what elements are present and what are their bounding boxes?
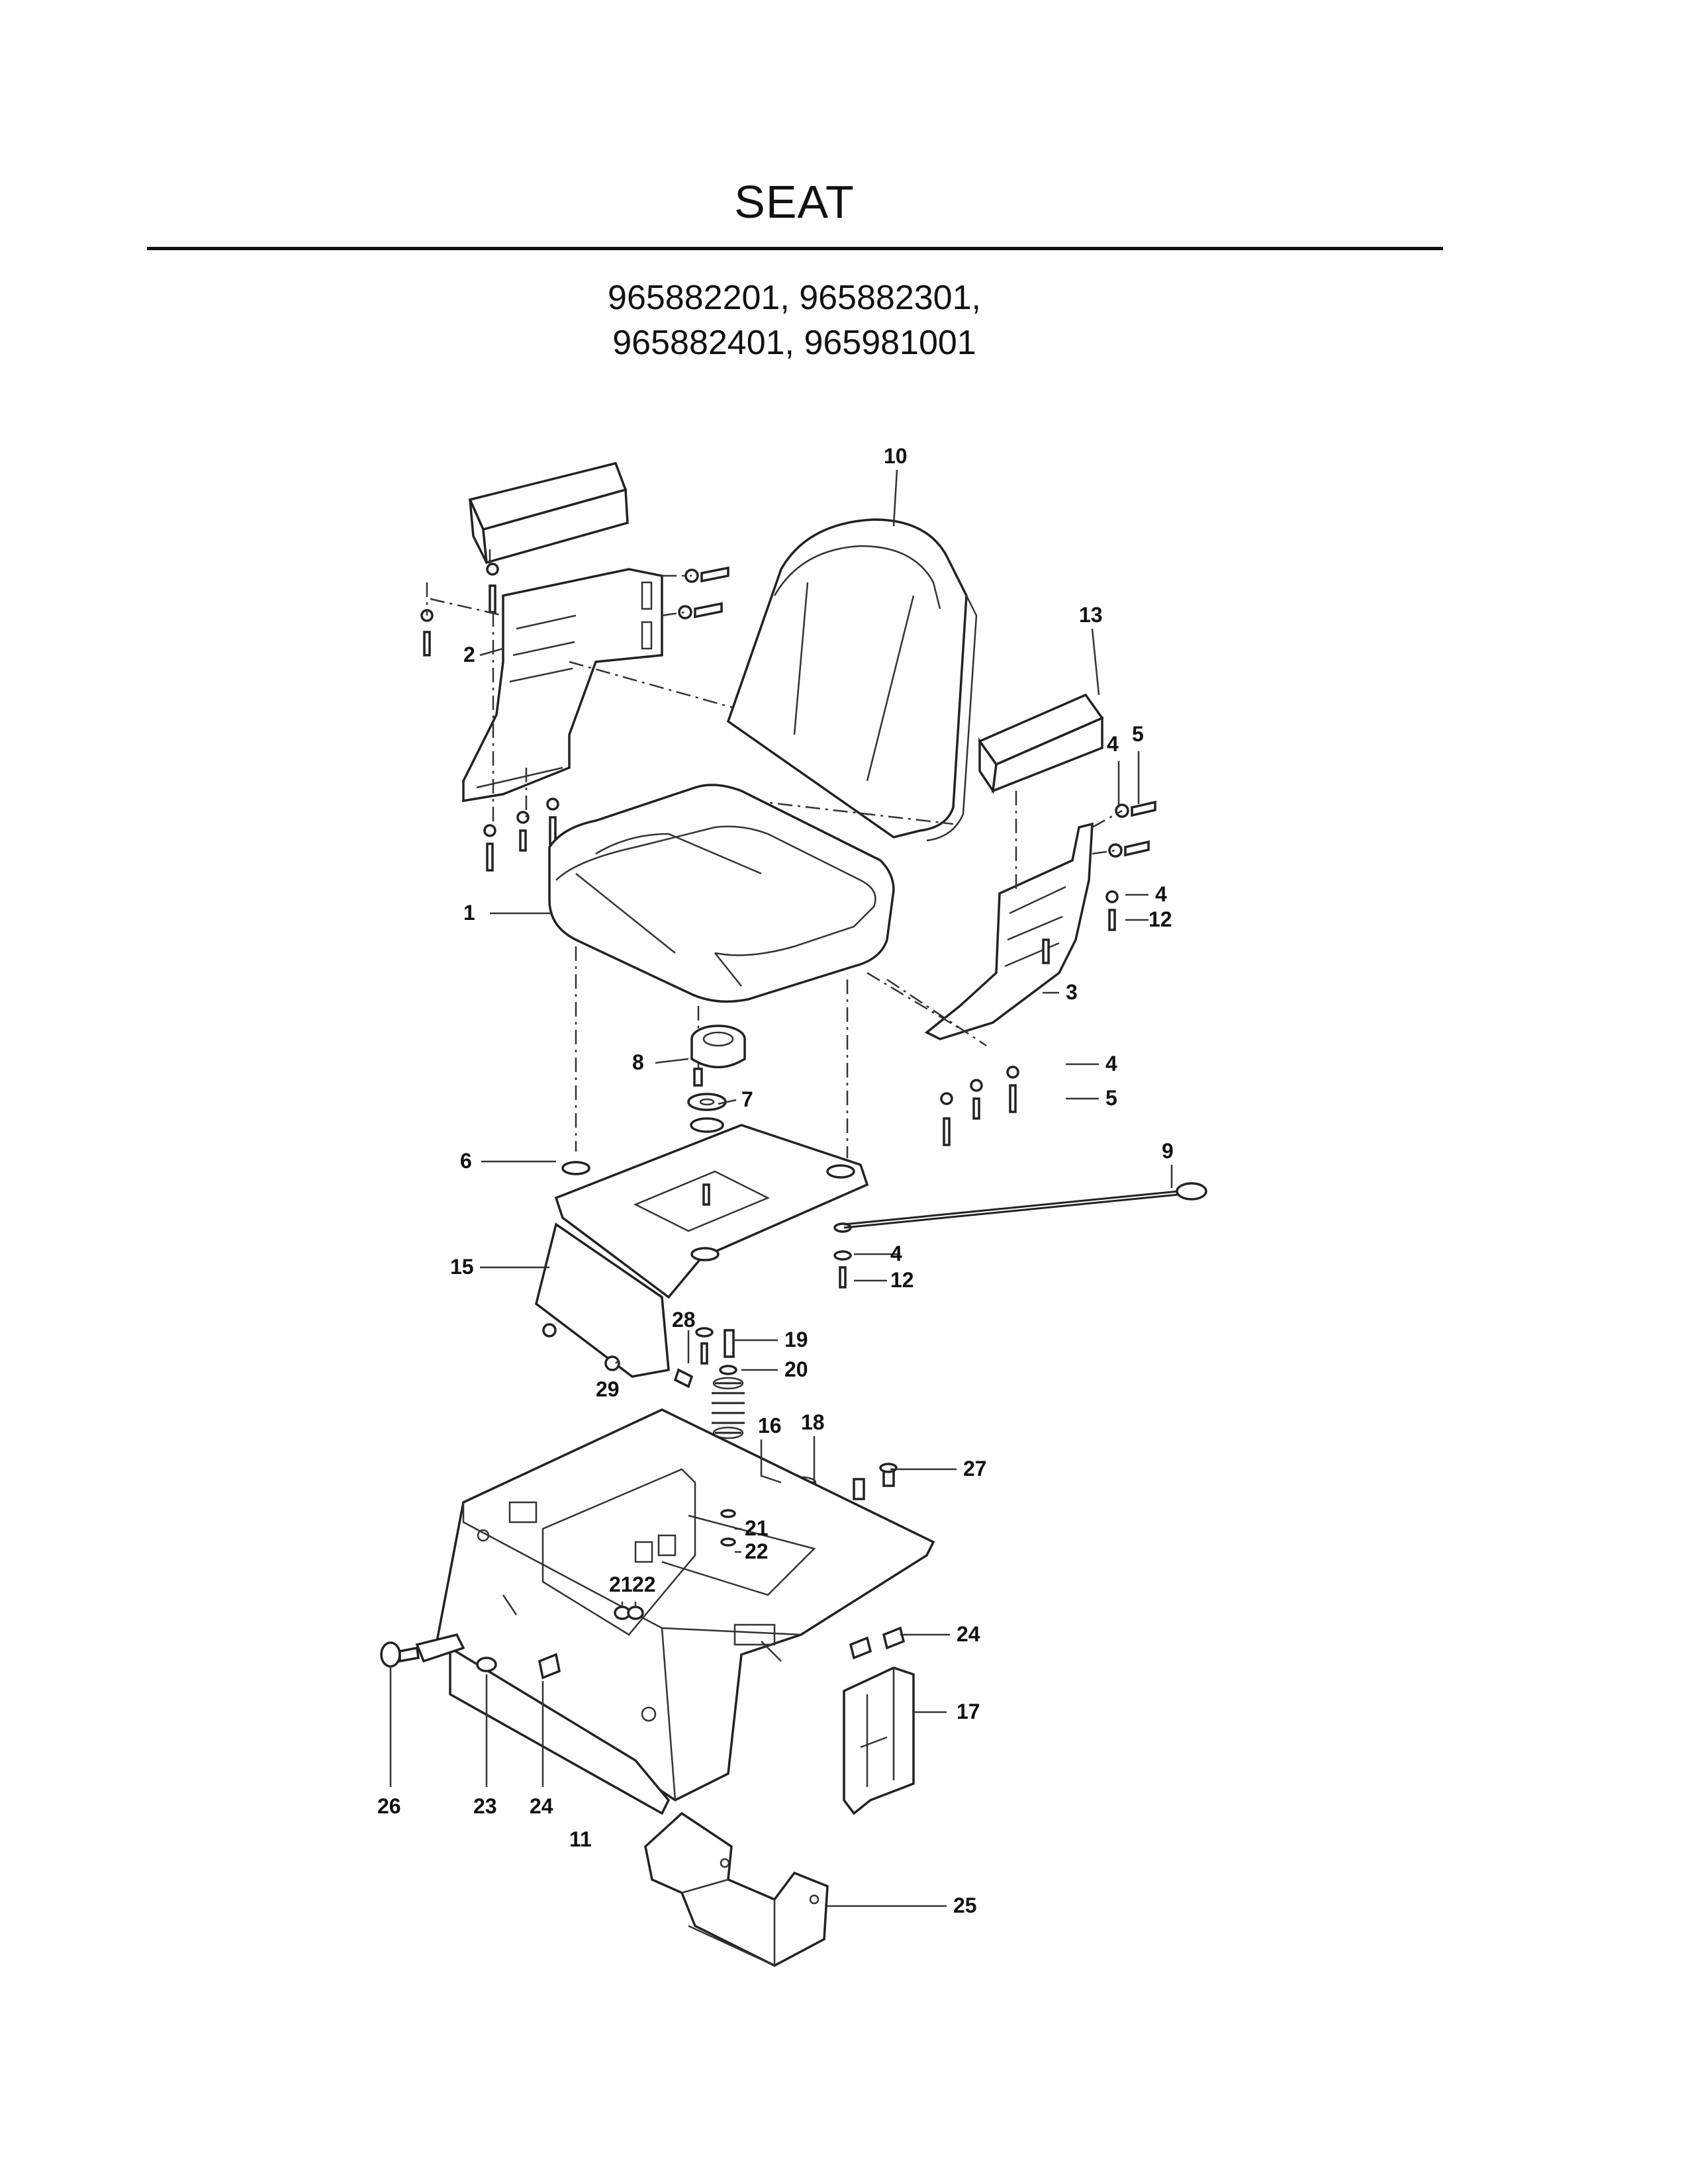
callout-8: 8: [632, 1050, 644, 1074]
title-rule: [147, 247, 1443, 250]
callout-24a: 24: [957, 1622, 980, 1646]
callout-4d: 4: [890, 1242, 902, 1265]
callout-3: 3: [1066, 980, 1078, 1004]
right-armrest-bracket: [924, 822, 1094, 1040]
frame-fasteners: [614, 1463, 906, 1660]
callout-5a: 5: [1132, 722, 1144, 746]
pan-fasteners: [542, 1183, 852, 1388]
callout-1: 1: [463, 901, 475, 925]
callout-29: 29: [596, 1377, 620, 1401]
seat-back-cushion: [726, 518, 978, 842]
callout-23: 23: [473, 1794, 497, 1818]
callout-4c: 4: [1105, 1052, 1117, 1075]
callout-22b: 22: [632, 1572, 656, 1596]
right-frame-bracket: [843, 1666, 915, 1815]
callout-5b: 5: [1105, 1086, 1117, 1110]
leader-lines: [389, 469, 1173, 1907]
callout-20: 20: [784, 1357, 808, 1381]
callout-12b: 12: [890, 1268, 914, 1292]
callout-4a: 4: [1107, 732, 1119, 756]
callout-21a: 21: [745, 1516, 769, 1540]
right-fasteners: [940, 800, 1156, 1146]
seat-switch: [690, 1024, 746, 1087]
callout-24b: 24: [530, 1794, 553, 1818]
callout-12a: 12: [1149, 907, 1172, 931]
left-armrest-pad: [468, 461, 629, 565]
frame-plugs: [476, 1653, 561, 1680]
callout-18: 18: [801, 1410, 825, 1434]
callout-16: 16: [758, 1414, 782, 1437]
model-numbers-line-1: 965882201, 965882301,: [608, 279, 981, 317]
callout-7: 7: [741, 1087, 753, 1111]
callout-21b: 21: [609, 1572, 633, 1596]
right-armrest-pad: [978, 693, 1104, 794]
washer-7: [687, 1093, 727, 1133]
callout-2: 2: [463, 643, 475, 666]
page-title: SEAT: [734, 176, 855, 228]
seat-frame: [436, 1408, 935, 1815]
model-numbers-line-2: 965882401, 965981001: [612, 324, 976, 362]
callout-6: 6: [460, 1149, 472, 1173]
callout-17: 17: [957, 1700, 980, 1723]
callout-28: 28: [672, 1308, 696, 1332]
callout-26: 26: [377, 1794, 401, 1818]
callout-9: 9: [1162, 1139, 1174, 1163]
left-fasteners: [420, 563, 729, 872]
callout-25: 25: [953, 1893, 977, 1917]
seat-cushion: [548, 784, 895, 1003]
left-armrest-bracket: [462, 568, 663, 803]
lower-seat-bracket: [644, 1811, 829, 1967]
callout-27: 27: [963, 1457, 987, 1480]
callout-11: 11: [569, 1827, 592, 1851]
callout-labels: 1 2 3 4 4 4 4 5 5 6 7 8 9 10 11 12 12 13…: [377, 444, 1174, 1917]
callout-4b: 4: [1155, 882, 1167, 906]
callout-10: 10: [884, 444, 908, 468]
frame-knob: [380, 1633, 465, 1668]
callout-15: 15: [450, 1255, 474, 1279]
seat-pan: [535, 1124, 869, 1378]
callout-19: 19: [784, 1328, 808, 1351]
callout-13: 13: [1079, 603, 1103, 627]
seat-switch-cable: [843, 1182, 1207, 1229]
callout-22a: 22: [745, 1539, 769, 1563]
